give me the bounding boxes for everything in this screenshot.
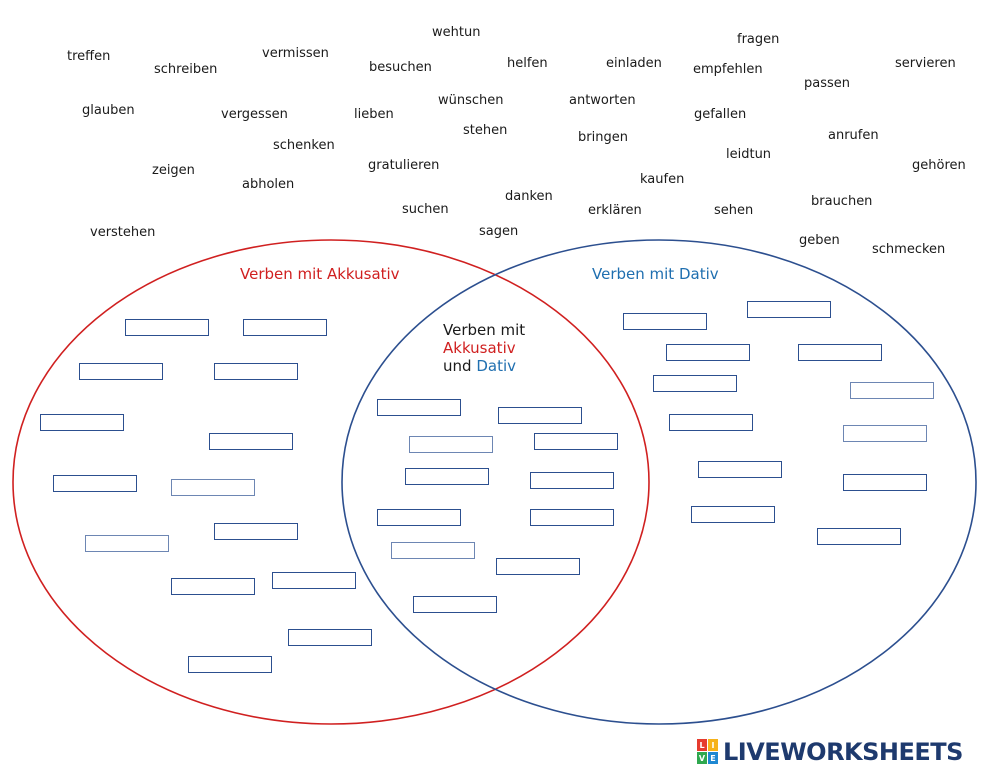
word-chip[interactable]: fragen — [737, 32, 780, 47]
word-chip[interactable]: gefallen — [694, 107, 747, 122]
akkusativ-drop-box[interactable] — [209, 433, 293, 450]
word-chip[interactable]: lieben — [354, 107, 394, 122]
word-chip[interactable]: servieren — [895, 56, 956, 71]
dativ-drop-box[interactable] — [843, 425, 927, 442]
dativ-drop-box[interactable] — [669, 414, 753, 431]
logo-emblem-icon: L I V E — [697, 739, 719, 765]
word-chip[interactable]: kaufen — [640, 172, 685, 187]
akkusativ-drop-box[interactable] — [188, 656, 272, 673]
intersection-drop-box[interactable] — [534, 433, 618, 450]
logo-letter: V — [697, 752, 707, 764]
word-chip[interactable]: geben — [799, 233, 840, 248]
word-chip[interactable]: sehen — [714, 203, 754, 218]
word-chip[interactable]: einladen — [606, 56, 662, 71]
word-chip[interactable]: bringen — [578, 130, 628, 145]
dativ-drop-box[interactable] — [747, 301, 831, 318]
logo-letter: L — [697, 739, 707, 751]
intersection-drop-box[interactable] — [377, 399, 461, 416]
akkusativ-drop-box[interactable] — [171, 479, 255, 496]
logo-letter: E — [708, 752, 718, 764]
akkusativ-circle — [12, 239, 650, 725]
intersection-drop-box[interactable] — [391, 542, 475, 559]
dativ-drop-box[interactable] — [850, 382, 934, 399]
akkusativ-drop-box[interactable] — [272, 572, 356, 589]
word-chip[interactable]: gehören — [912, 158, 966, 173]
dativ-drop-box[interactable] — [666, 344, 750, 361]
dativ-circle — [341, 239, 977, 725]
word-chip[interactable]: schreiben — [154, 62, 218, 77]
intersection-drop-box[interactable] — [413, 596, 497, 613]
intersection-drop-box[interactable] — [530, 472, 614, 489]
logo-letter: I — [708, 739, 718, 751]
akkusativ-drop-box[interactable] — [79, 363, 163, 380]
intersection-drop-box[interactable] — [405, 468, 489, 485]
word-chip[interactable]: erklären — [588, 203, 642, 218]
word-chip[interactable]: stehen — [463, 123, 508, 138]
word-chip[interactable]: suchen — [402, 202, 449, 217]
word-chip[interactable]: wehtun — [432, 25, 481, 40]
word-chip[interactable]: treffen — [67, 49, 111, 64]
akkusativ-drop-box[interactable] — [214, 363, 298, 380]
word-chip[interactable]: leidtun — [726, 147, 772, 162]
word-chip[interactable]: vermissen — [262, 46, 329, 61]
intersection-drop-box[interactable] — [409, 436, 493, 453]
dativ-drop-box[interactable] — [817, 528, 901, 545]
intersection-set-title: Verben mit Akkusativ und Dativ — [443, 321, 525, 375]
word-chip[interactable]: sagen — [479, 224, 519, 239]
akkusativ-drop-box[interactable] — [85, 535, 169, 552]
akkusativ-drop-box[interactable] — [171, 578, 255, 595]
intersection-title-dativ: Dativ — [476, 357, 516, 375]
word-chip[interactable]: gratulieren — [368, 158, 440, 173]
word-chip[interactable]: wünschen — [438, 93, 504, 108]
dativ-drop-box[interactable] — [843, 474, 927, 491]
word-chip[interactable]: danken — [505, 189, 553, 204]
word-chip[interactable]: passen — [804, 76, 851, 91]
liveworksheets-logo: L I V E LIVEWORKSHEETS — [697, 738, 963, 766]
word-chip[interactable]: schenken — [273, 138, 335, 153]
word-chip[interactable]: antworten — [569, 93, 636, 108]
word-chip[interactable]: helfen — [507, 56, 548, 71]
intersection-drop-box[interactable] — [498, 407, 582, 424]
word-chip[interactable]: anrufen — [828, 128, 879, 143]
akkusativ-drop-box[interactable] — [288, 629, 372, 646]
word-chip[interactable]: brauchen — [811, 194, 873, 209]
logo-wordmark: LIVEWORKSHEETS — [723, 738, 963, 766]
intersection-drop-box[interactable] — [377, 509, 461, 526]
intersection-title-line1: Verben mit — [443, 321, 526, 339]
dativ-drop-box[interactable] — [623, 313, 707, 330]
intersection-title-akkusativ: Akkusativ — [443, 339, 516, 357]
word-chip[interactable]: vergessen — [221, 107, 288, 122]
intersection-title-und: und — [443, 357, 472, 375]
akkusativ-drop-box[interactable] — [125, 319, 209, 336]
word-chip[interactable]: verstehen — [90, 225, 156, 240]
word-chip[interactable]: abholen — [242, 177, 295, 192]
word-chip[interactable]: schmecken — [872, 242, 946, 257]
dativ-set-title: Verben mit Dativ — [592, 265, 719, 283]
dativ-drop-box[interactable] — [798, 344, 882, 361]
akkusativ-drop-box[interactable] — [243, 319, 327, 336]
intersection-drop-box[interactable] — [496, 558, 580, 575]
akkusativ-drop-box[interactable] — [40, 414, 124, 431]
intersection-drop-box[interactable] — [530, 509, 614, 526]
word-chip[interactable]: besuchen — [369, 60, 432, 75]
akkusativ-drop-box[interactable] — [214, 523, 298, 540]
word-chip[interactable]: zeigen — [152, 163, 195, 178]
dativ-drop-box[interactable] — [691, 506, 775, 523]
dativ-drop-box[interactable] — [698, 461, 782, 478]
akkusativ-set-title: Verben mit Akkusativ — [240, 265, 400, 283]
dativ-drop-box[interactable] — [653, 375, 737, 392]
word-chip[interactable]: glauben — [82, 103, 135, 118]
word-chip[interactable]: empfehlen — [693, 62, 763, 77]
akkusativ-drop-box[interactable] — [53, 475, 137, 492]
